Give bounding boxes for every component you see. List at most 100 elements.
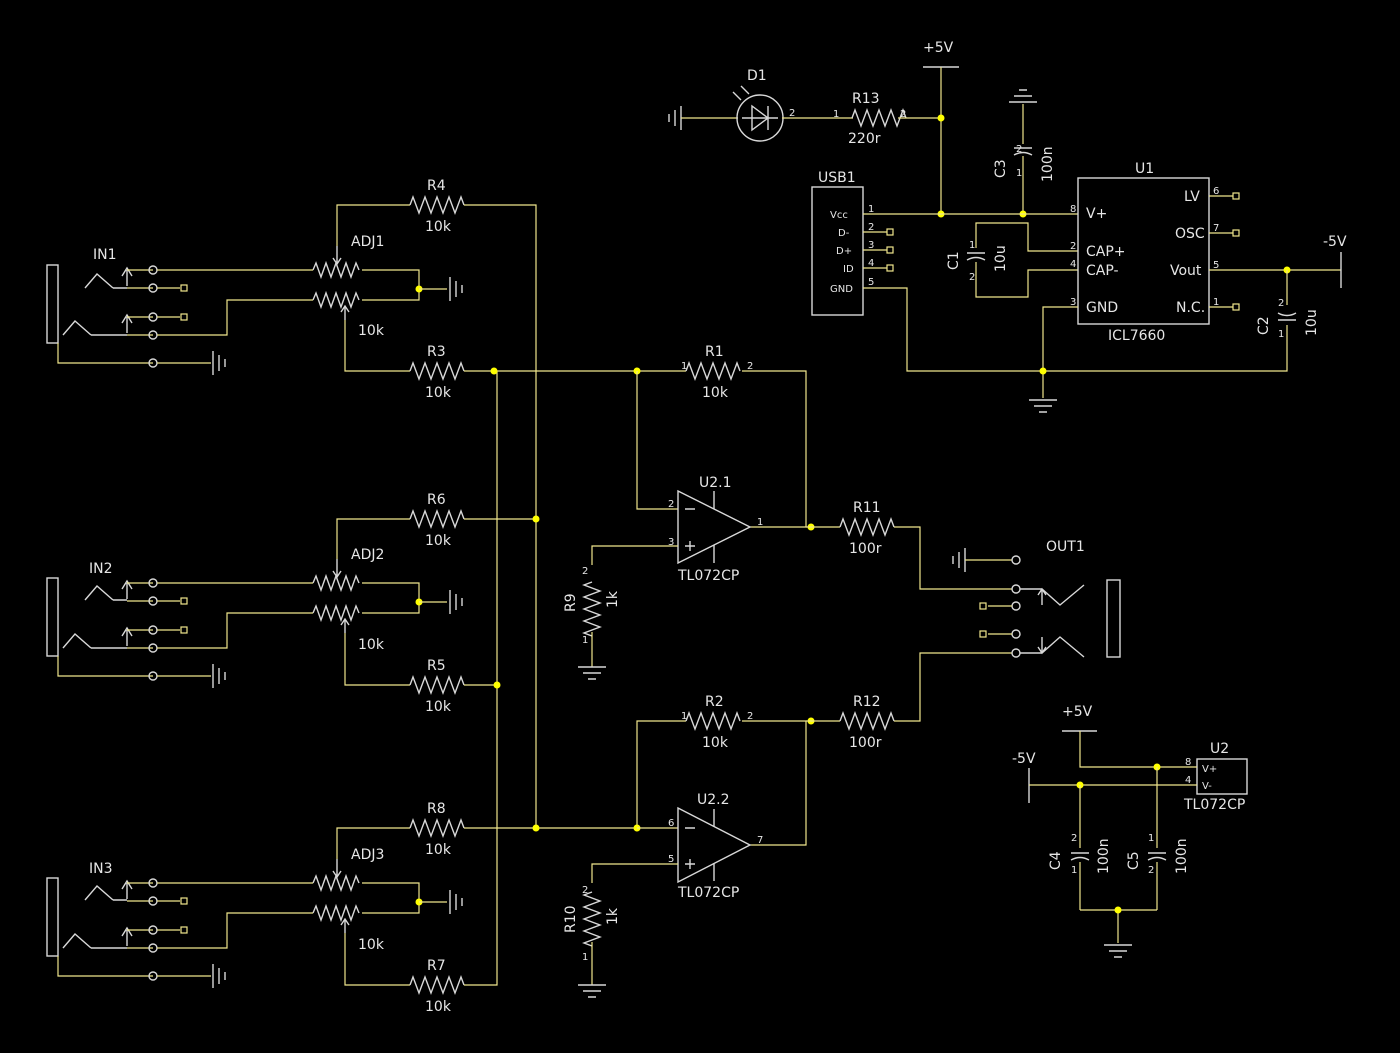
r4-label: R4 [427, 178, 446, 194]
r4-value: 10k [425, 219, 452, 235]
adj1-value: 10k [358, 323, 385, 339]
opamp-u2-1: U2.1 TL072CP 2 3 1 [668, 475, 763, 584]
pin-num: 2 [1070, 241, 1076, 252]
adj3-label: ADJ3 [351, 847, 384, 863]
u2-part: TL072CP [1183, 797, 1245, 813]
pin-num: 2 [868, 222, 874, 233]
u1-pin-nc: N.C. [1176, 300, 1205, 316]
capacitor-c2: C2 10u 2 1 [1256, 270, 1320, 340]
r5-value: 10k [425, 699, 452, 715]
u2-1-label: U2.1 [699, 475, 732, 491]
capacitor-c3: C3 100n 2 1 [993, 89, 1056, 214]
r5-label: R5 [427, 658, 446, 674]
opamp-u2-2: U2.2 TL072CP 6 5 7 [668, 792, 763, 901]
resistor-r2: R2 10k 1 2 [681, 694, 753, 751]
c1-label: C1 [946, 251, 962, 270]
adj3-value: 10k [358, 937, 385, 953]
capacitor-c1: C1 10u 1 2 [946, 222, 1078, 298]
r2-label: R2 [705, 694, 724, 710]
input-jack-in3: IN3 [46, 861, 133, 957]
m5v-label: -5V [1323, 234, 1347, 250]
r9-value: 1k [605, 590, 621, 608]
usb1-pin-dm: D- [838, 228, 850, 239]
c4-value: 100n [1096, 838, 1112, 874]
pin-num: 5 [868, 277, 874, 288]
r1-value: 10k [702, 385, 729, 401]
u2-2-label: U2.2 [697, 792, 730, 808]
pin-num: 4 [868, 258, 874, 269]
pin-num: 2 [900, 109, 906, 120]
capacitor-c4: C4 100n 2 1 [1048, 785, 1112, 910]
ic-u2-power: U2 TL072CP V+ V- 8 4 [1182, 741, 1248, 813]
pin-num: 3 [1070, 297, 1076, 308]
resistor-r9: R9 1k 2 1 [563, 566, 621, 646]
pot-adj3: ADJ3 10k [312, 847, 385, 953]
out1-label: OUT1 [1046, 539, 1085, 555]
pin-num: 6 [1213, 186, 1219, 197]
usb1-label: USB1 [818, 170, 856, 186]
u1-pin-capminus: CAP- [1086, 263, 1119, 279]
c5-label: C5 [1126, 851, 1142, 870]
input-jack-in1: IN1 [46, 247, 133, 344]
input-jack-in2: IN2 [46, 561, 133, 657]
power-m5v-right: -5V [1323, 234, 1347, 288]
pin-num: 2 [1016, 144, 1022, 155]
u1-pin-osc: OSC [1175, 226, 1205, 242]
usb1-pin-id: ID [843, 264, 854, 275]
u1-pin-vout: Vout [1170, 263, 1202, 279]
resistor-r4: R4 10k [409, 178, 465, 235]
pin-num: 3 [868, 240, 874, 251]
r7-value: 10k [425, 999, 452, 1015]
r11-value: 100r [849, 541, 882, 557]
pin-num: 1 [1213, 297, 1219, 308]
power-p5v-top: +5V [923, 40, 959, 68]
u1-label: U1 [1135, 161, 1154, 177]
ic-u1-icl7660: U1 ICL7660 V+ CAP+ CAP- GND LV OSC Vout … [1070, 161, 1240, 344]
pin-num: 5 [1213, 260, 1219, 271]
output-jack-out1: OUT1 [952, 539, 1121, 658]
r6-label: R6 [427, 492, 446, 508]
p5v-label-2: +5V [1062, 704, 1093, 720]
pin-num: 1 [868, 204, 874, 215]
r6-value: 10k [425, 533, 452, 549]
d1-label: D1 [747, 68, 767, 84]
resistor-r12: R12 100r [839, 694, 895, 751]
usb1-pin-gnd: GND [830, 284, 853, 295]
pin-num: 1 [1016, 168, 1022, 179]
r12-label: R12 [853, 694, 881, 710]
c3-label: C3 [993, 159, 1009, 178]
r13-label: R13 [852, 91, 880, 107]
pot-adj2: ADJ2 10k [312, 547, 385, 653]
in2-label: IN2 [89, 561, 113, 577]
usb1-pin-dp: D+ [836, 246, 852, 257]
r8-label: R8 [427, 801, 446, 817]
pin-num: 2 [582, 885, 588, 896]
u1-part: ICL7660 [1108, 328, 1165, 344]
power-p5v-u2: +5V [1062, 704, 1097, 732]
c2-value: 10u [1304, 309, 1320, 336]
usb-connector-usb1: USB1 Vcc D- D+ ID GND 1 2 3 4 5 [811, 170, 894, 316]
pin-num: 7 [757, 835, 763, 846]
c4-label: C4 [1048, 851, 1064, 870]
pin-num: 1 [681, 361, 687, 372]
usb1-pin-vcc: Vcc [830, 210, 848, 221]
resistor-r8: R8 10k [409, 801, 465, 858]
resistor-r7: R7 10k [409, 958, 465, 1015]
pin-num: 1 [1071, 865, 1077, 876]
m5v-label-2: -5V [1012, 751, 1036, 767]
pin-num: 1 [969, 240, 975, 251]
pin-num: 1 [582, 635, 588, 646]
r13-value: 220r [848, 131, 881, 147]
pot-adj1: ADJ1 10k [312, 234, 385, 339]
c3-value: 100n [1040, 146, 1056, 182]
pin-num: 4 [1185, 775, 1191, 786]
r12-value: 100r [849, 735, 882, 751]
pin-num: 2 [747, 711, 753, 722]
adj1-label: ADJ1 [351, 234, 384, 250]
capacitor-c5: C5 100n 1 2 [1126, 767, 1190, 910]
u2-pin-vminus: V- [1202, 781, 1212, 792]
c5-value: 100n [1174, 838, 1190, 874]
u1-pin-gnd: GND [1086, 300, 1118, 316]
led-d1: D1 2 [668, 68, 795, 142]
